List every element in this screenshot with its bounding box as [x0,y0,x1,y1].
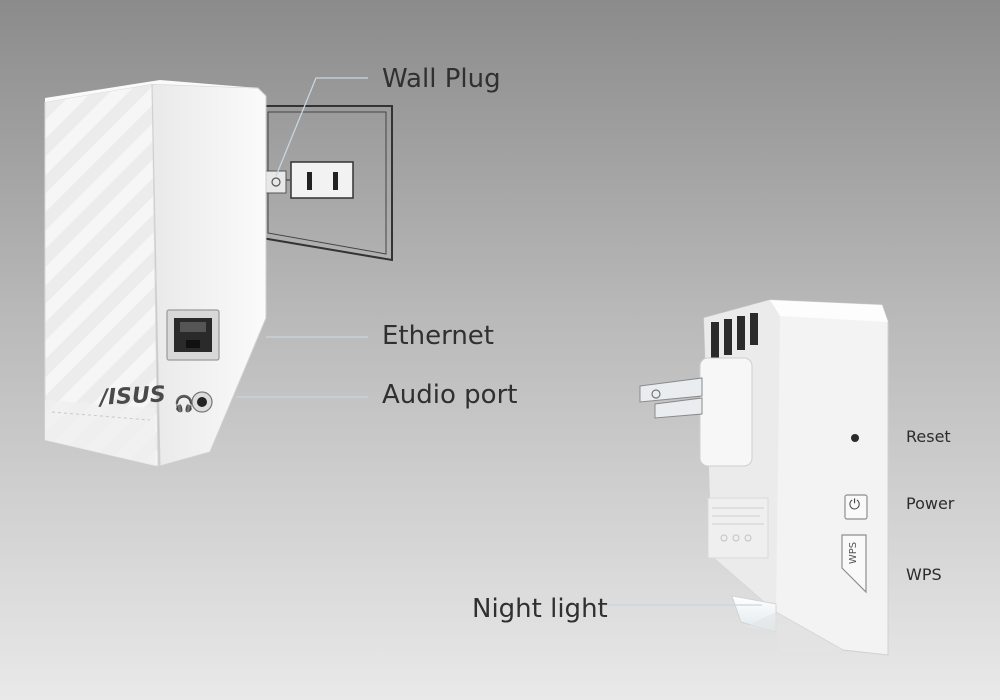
right-device [639,299,889,656]
wps-button-marking: WPS [848,541,860,565]
wps-button [841,534,867,594]
outlet-socket [290,161,354,199]
asus-logo: /ISUS [99,382,167,411]
power-label: Power [906,494,955,513]
headphone-icon: 🎧 [174,394,194,413]
ethernet-label: Ethernet [382,321,494,351]
reset-button [851,434,859,442]
reset-label: Reset [906,427,951,446]
left-device: 🎧 [44,80,393,467]
right-plug-prong-top [639,377,703,403]
wall-plug-label: Wall Plug [382,64,501,94]
right-plug-prong-bottom [654,397,703,419]
power-button [844,494,868,520]
audio-port-label: Audio port [382,380,518,410]
power-symbol-icon: ⏻ [849,497,861,513]
regulatory-label [707,497,769,559]
wps-label: WPS [906,565,942,584]
wall-plug-leader [275,77,368,177]
right-plug-housing [699,357,753,467]
leader-lines [236,77,762,606]
night-light-label: Night light [472,594,608,624]
